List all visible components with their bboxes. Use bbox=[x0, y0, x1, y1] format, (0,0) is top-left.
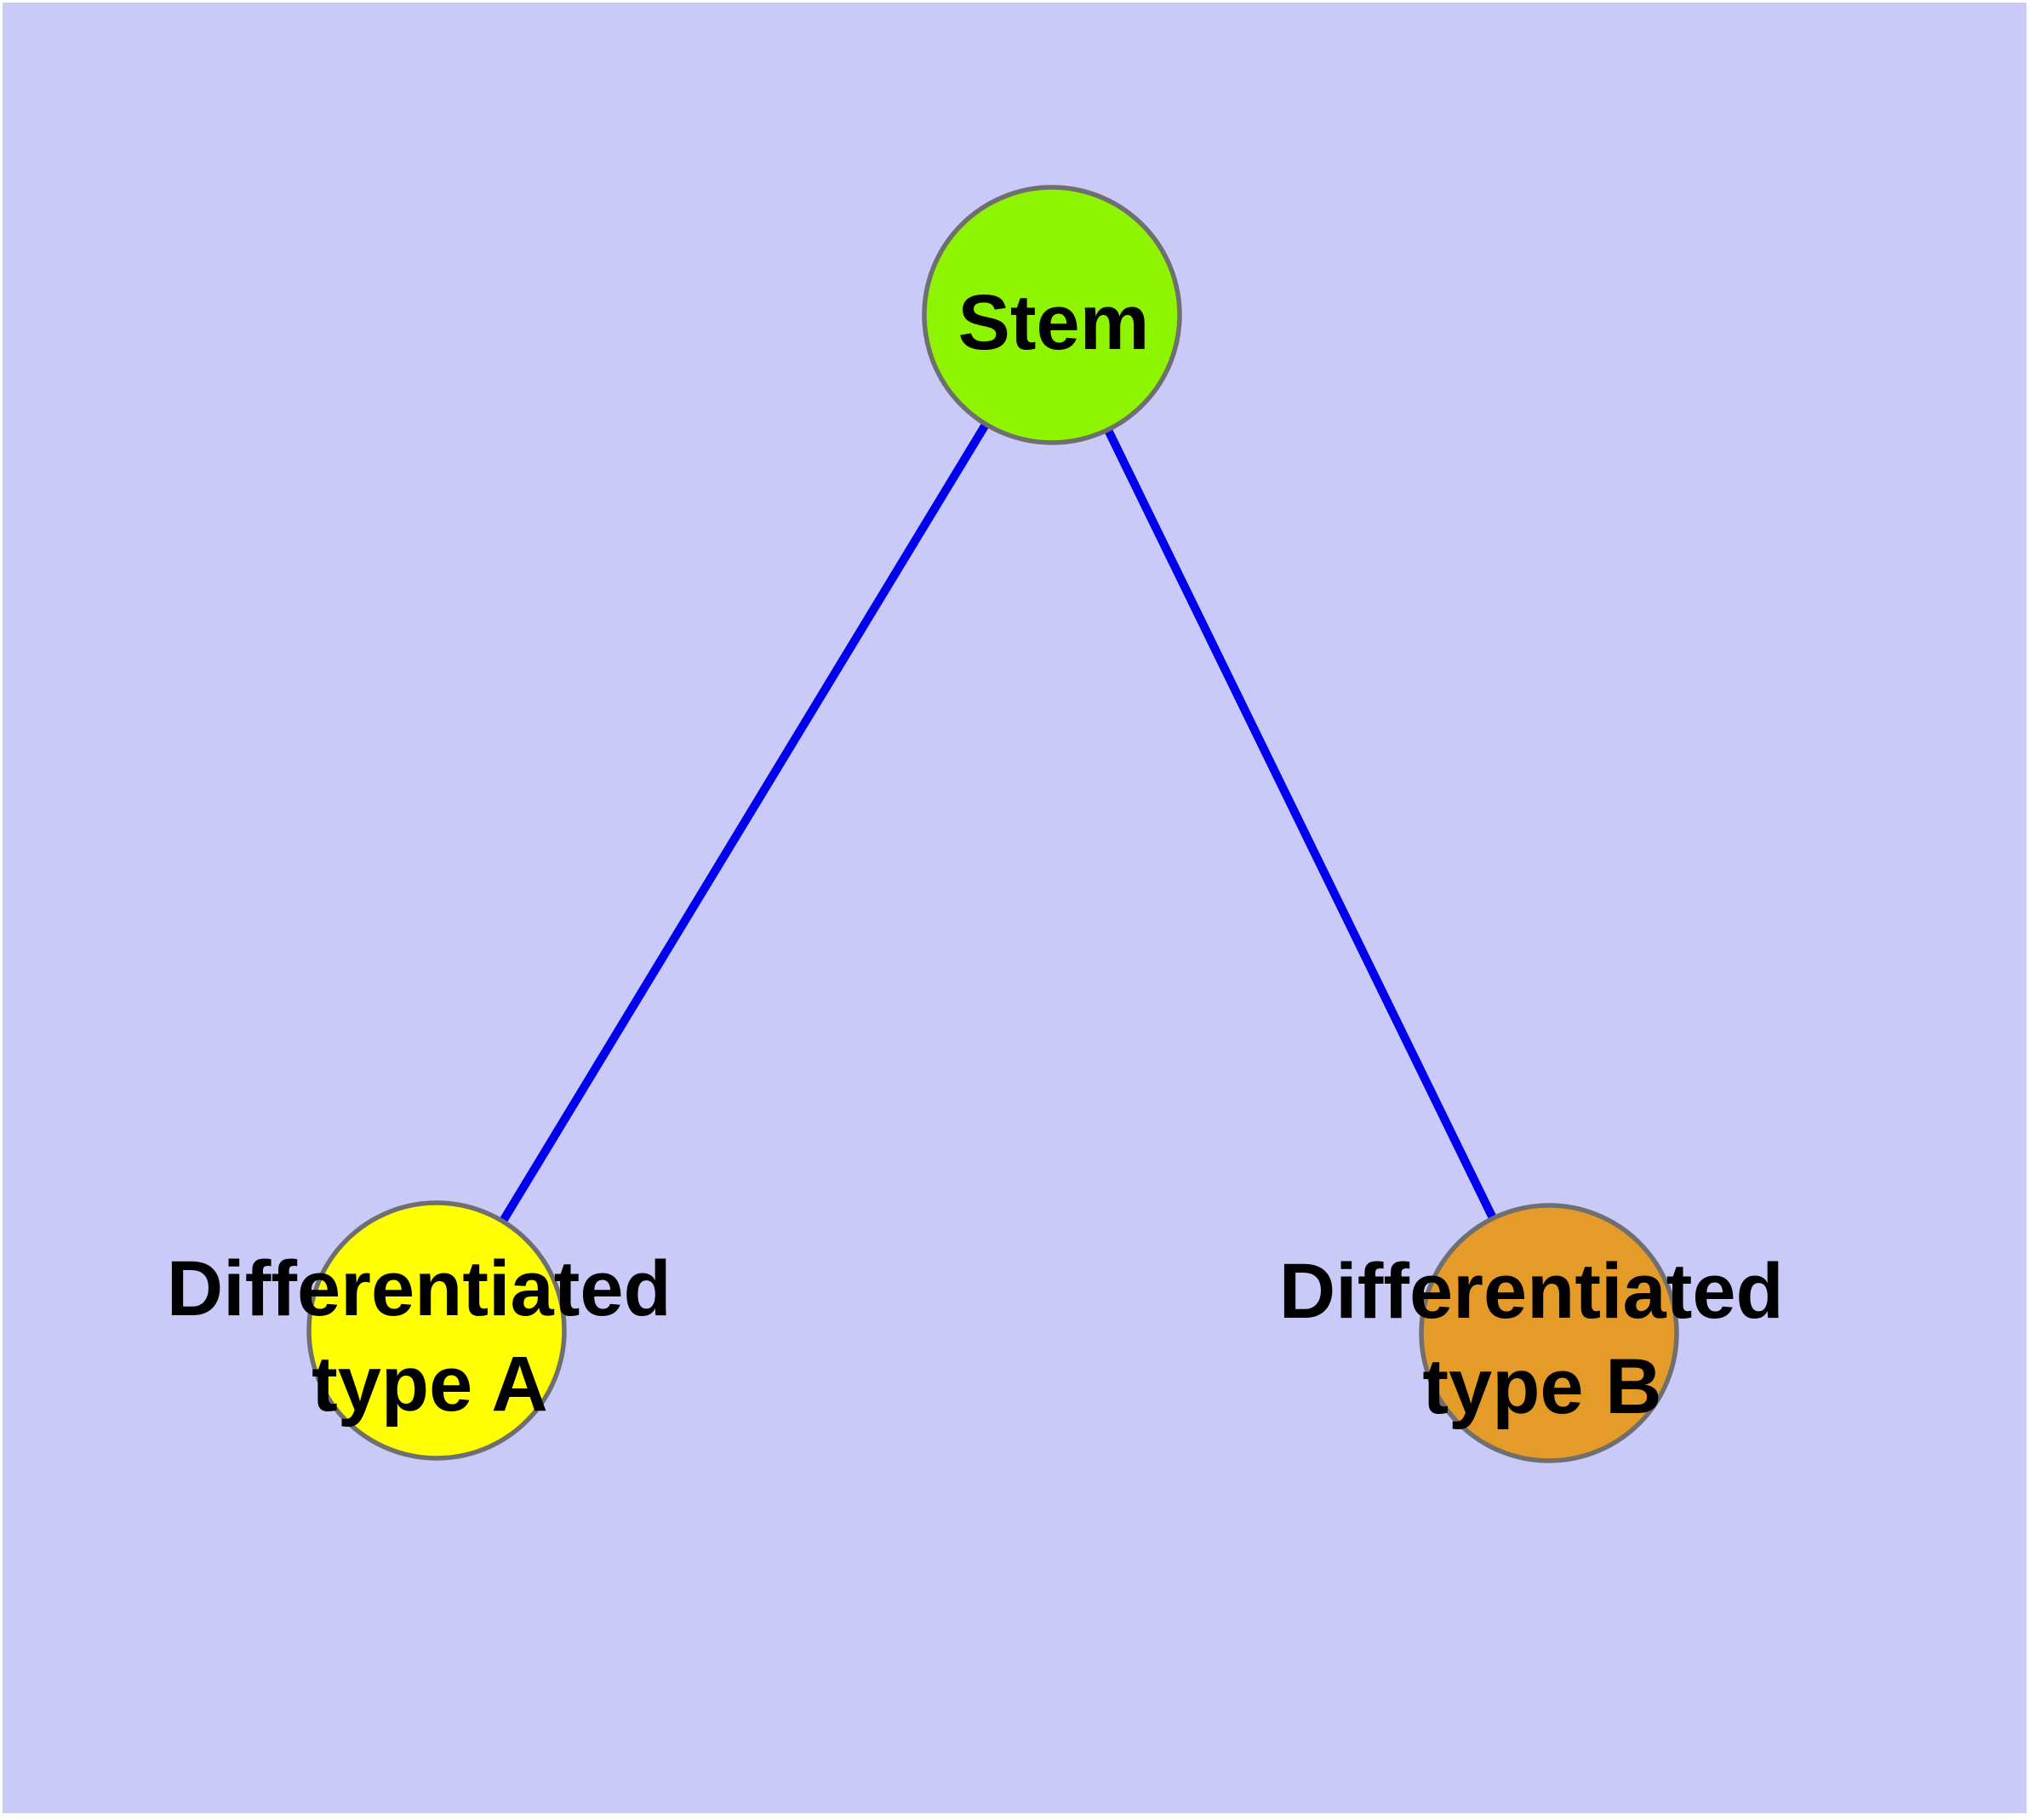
node-stem bbox=[922, 185, 1182, 445]
node-label-line: Differentiated bbox=[1279, 1248, 1784, 1335]
node-label-line: Differentiated bbox=[167, 1245, 672, 1332]
label-group: Stem Differentiated type A Differentiate… bbox=[167, 279, 1806, 1430]
edge-stem-to-type-a bbox=[432, 312, 1056, 1333]
node-label-line: type B bbox=[1422, 1343, 1661, 1430]
node-differentiated-type-a bbox=[306, 1200, 567, 1461]
node-label-differentiated-type-a: Differentiated type A bbox=[167, 1245, 694, 1428]
node-differentiated-type-b bbox=[1419, 1203, 1679, 1463]
node-label-line: type A bbox=[311, 1341, 548, 1428]
edge-group bbox=[432, 312, 1553, 1336]
edge-stem-to-type-b bbox=[1048, 312, 1553, 1336]
node-group bbox=[306, 185, 1679, 1463]
node-label-differentiated-type-b: Differentiated type B bbox=[1279, 1248, 1806, 1430]
node-label-stem: Stem bbox=[958, 279, 1150, 366]
